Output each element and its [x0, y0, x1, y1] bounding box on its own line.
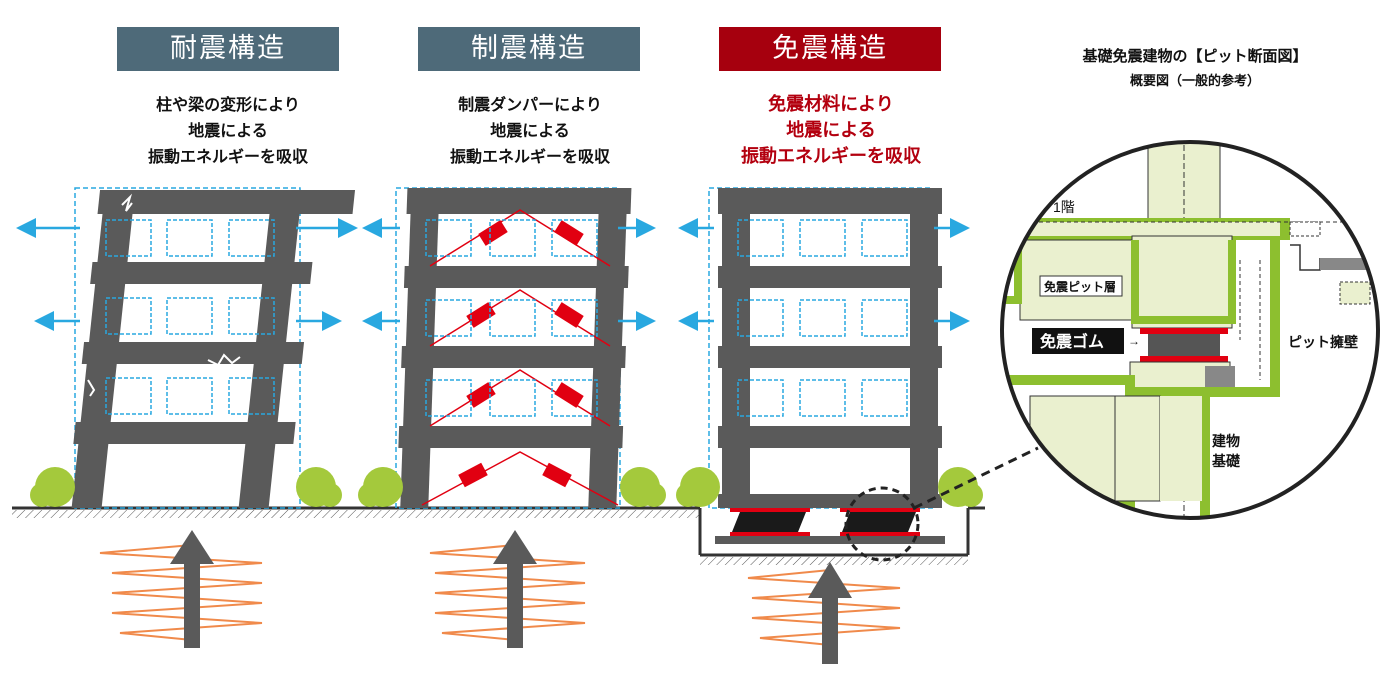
caption-menshin: 免震材料により 地震による 振動エネルギーを吸収 — [681, 92, 981, 170]
caption-menshin-line3: 振動エネルギーを吸収 — [741, 146, 921, 167]
rubber-pointer-arrow: → — [1128, 334, 1140, 348]
detail-subtitle: 概要図（一般的参考） — [1129, 74, 1260, 89]
caption-menshin-line2: 地震による — [786, 120, 876, 141]
building-taishin — [16, 187, 358, 648]
building-menshin — [676, 187, 1039, 664]
caption-taishin-line1: 柱や梁の変形により — [156, 95, 300, 114]
label-floor1: 1階 — [1053, 199, 1075, 215]
caption-seishin-line1: 制震ダンパーにより — [458, 95, 602, 114]
caption-seishin-line2: 地震による — [490, 121, 570, 140]
label-foundation-2: 基礎 — [1212, 453, 1241, 469]
label-foundation-1: 建物 — [1212, 433, 1240, 449]
caption-seishin-line3: 振動エネルギーを吸収 — [449, 147, 610, 166]
caption-menshin-line1: 免震材料により — [768, 94, 894, 115]
label-rubber: 免震ゴム — [1040, 332, 1104, 351]
label-pit-wall: ピット擁壁 — [1288, 334, 1358, 350]
title-taishin: 耐震構造 — [117, 27, 339, 71]
caption-seishin: 制震ダンパーにより 地震による 振動エネルギーを吸収 — [380, 92, 680, 170]
detail-title-block: 基礎免震建物の【ピット断面図】 概要図（一般的参考） — [1010, 43, 1380, 95]
building-seishin — [358, 187, 666, 648]
label-pit-layer: 免震ピット層 — [1044, 279, 1116, 294]
title-menshin: 免震構造 — [719, 27, 941, 71]
pit-cross-section: 1階 免震ピット層 免震ゴム → ピット擁壁 建物 基礎 — [1000, 140, 1380, 520]
caption-taishin: 柱や梁の変形により 地震による 振動エネルギーを吸収 — [78, 92, 378, 170]
caption-taishin-line2: 地震による — [188, 121, 268, 140]
detail-title: 基礎免震建物の【ピット断面図】 — [1082, 47, 1308, 65]
title-seishin: 制震構造 — [418, 27, 640, 71]
caption-taishin-line3: 振動エネルギーを吸収 — [147, 147, 308, 166]
